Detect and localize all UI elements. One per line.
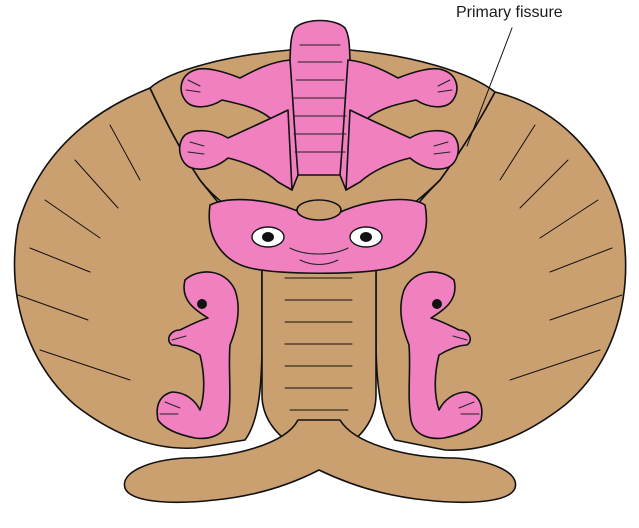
- vermis: [262, 250, 376, 448]
- primary-fissure-label: Primary fissure: [456, 4, 636, 22]
- midline-oval: [297, 200, 341, 220]
- homunculus-upper: [180, 21, 459, 274]
